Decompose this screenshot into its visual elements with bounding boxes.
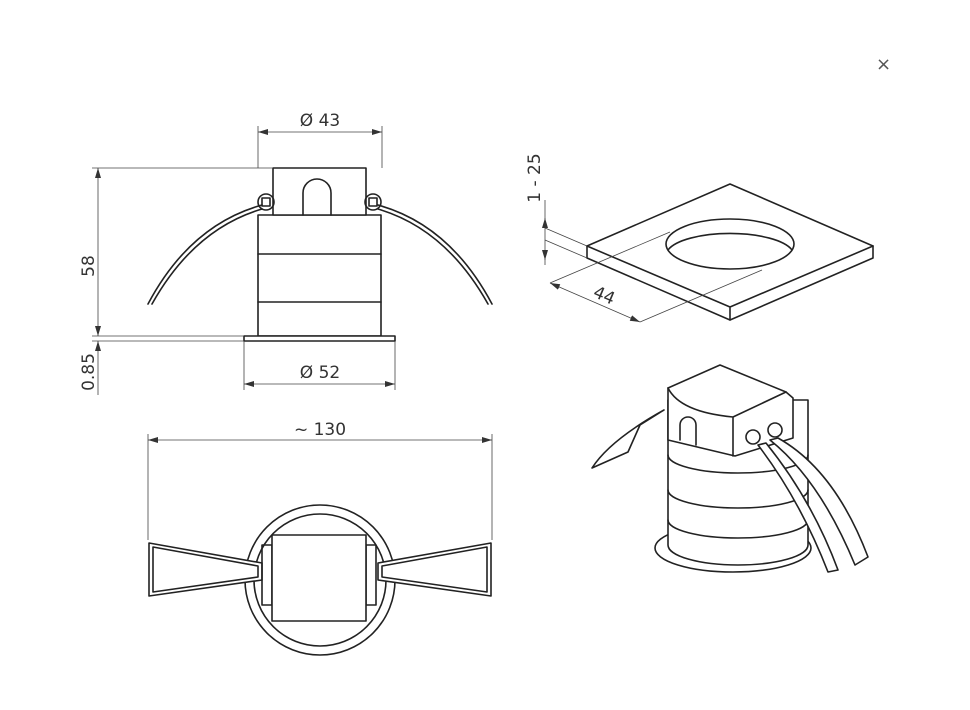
flange <box>243 335 396 342</box>
luminaire-iso-view <box>591 364 869 573</box>
iso-clip-right <box>769 437 869 566</box>
dim-flange-diameter: Ø 52 <box>299 363 341 383</box>
dim-ceiling-thickness: 1 - 25 <box>525 153 545 203</box>
front-view <box>92 126 493 395</box>
dim-height: 58 <box>79 255 99 277</box>
spring-clip-right <box>377 204 493 305</box>
dim-overall-width: ~ 130 <box>293 420 347 440</box>
ceiling-plate-view <box>542 183 874 323</box>
dim-flange-thickness: 0.85 <box>79 353 99 391</box>
spring-clip-left <box>147 204 263 305</box>
bottom-view <box>147 434 493 656</box>
junction-box <box>272 167 367 216</box>
clip-right <box>377 542 492 597</box>
dim-top-diameter: Ø 43 <box>299 111 341 131</box>
body <box>257 214 382 337</box>
iso-clip-left <box>591 409 665 469</box>
close-button[interactable]: × <box>876 54 892 75</box>
